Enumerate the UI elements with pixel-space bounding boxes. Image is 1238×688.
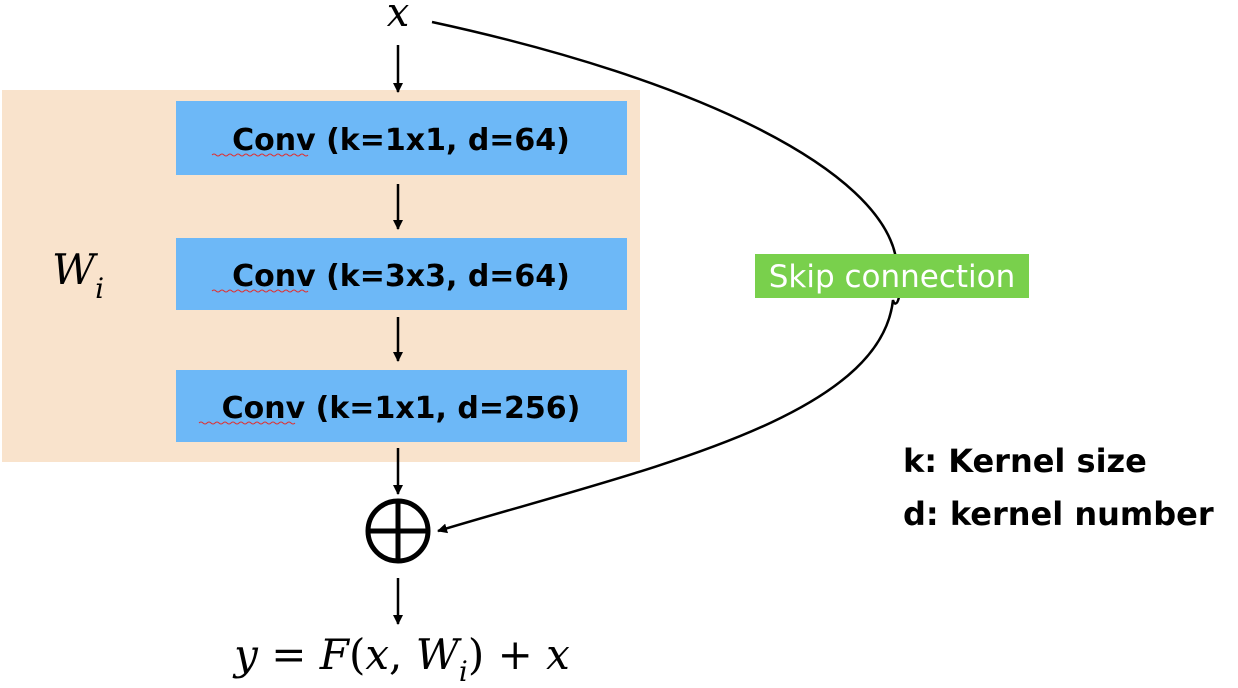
skip-connection-label-box xyxy=(755,254,1029,298)
conv-layer-2-params: (k=3x3, d=64) xyxy=(316,259,570,294)
conv-layer-3-params: (k=1x1, d=256) xyxy=(305,391,580,426)
conv-layer-1-word: Conv xyxy=(232,123,316,158)
output-x: x xyxy=(546,630,570,679)
output-arg-x: x xyxy=(365,630,389,679)
output-arg-w-sub: i xyxy=(459,655,468,688)
output-equals: = xyxy=(258,630,320,679)
skip-connection-path xyxy=(431,20,901,534)
output-comma: , xyxy=(389,630,416,679)
conv-layer-1-label: Conv (k=1x1, d=64) xyxy=(232,123,570,158)
legend-kernel-number: d: kernel number xyxy=(903,495,1214,533)
conv-layer-3-spellcheck-underline xyxy=(198,421,296,425)
weights-subscript: i xyxy=(95,272,104,305)
conv-layer-1: Conv (k=1x1, d=64) xyxy=(176,101,627,175)
output-func: F xyxy=(319,630,351,679)
conv-layer-3: Conv (k=1x1, d=256) xyxy=(176,370,627,442)
addition-node xyxy=(365,498,431,564)
output-open-paren: ( xyxy=(349,630,365,679)
output-close-paren: ) xyxy=(468,630,484,679)
conv-layer-2: Conv (k=3x3, d=64) xyxy=(176,238,627,310)
conv-layer-2-spellcheck-underline xyxy=(211,289,309,293)
conv-layer-2-word: Conv xyxy=(232,259,316,294)
output-equation: y = F(x, Wi) + x xyxy=(232,630,570,688)
conv-layer-1-spellcheck-underline xyxy=(211,153,309,157)
conv-layer-3-word: Conv xyxy=(222,391,306,426)
conv-layer-3-label: Conv (k=1x1, d=256) xyxy=(222,391,581,426)
conv-layer-2-box xyxy=(176,238,627,310)
conv-layer-1-params: (k=1x1, d=64) xyxy=(316,123,570,158)
conv-layer-3-box xyxy=(176,370,627,442)
legend-kernel-size: k: Kernel size xyxy=(903,442,1147,480)
conv-layer-2-label: Conv (k=3x3, d=64) xyxy=(232,259,570,294)
output-arg-w: W xyxy=(416,630,463,679)
input-x-label: x xyxy=(387,0,410,36)
weights-symbol: W xyxy=(52,245,99,294)
skip-connection-label: Skip connection xyxy=(769,259,1016,295)
weights-label: Wi xyxy=(52,245,104,305)
output-plus: + xyxy=(484,630,546,679)
output-y: y xyxy=(232,630,259,679)
conv-layer-1-box xyxy=(176,101,627,175)
